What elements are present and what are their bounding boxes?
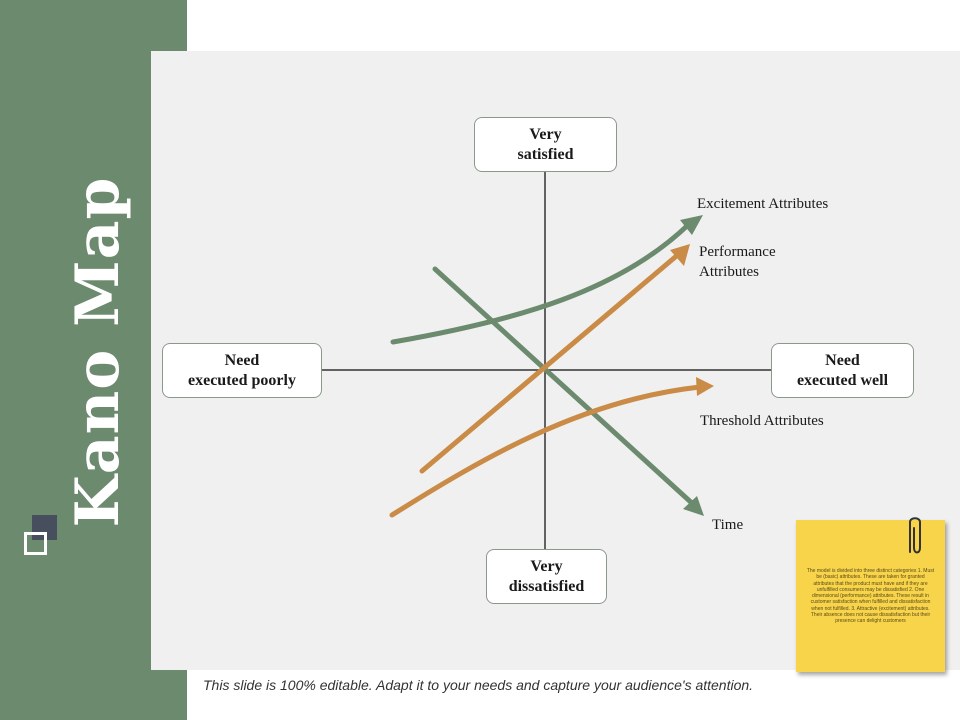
threshold-attributes-label: Threshold Attributes: [700, 413, 824, 429]
time-label: Time: [712, 517, 744, 533]
decorative-square-outline: [24, 532, 47, 555]
very-satisfied-box: Very satisfied: [474, 117, 617, 172]
arrow-head-icon: [683, 496, 704, 516]
very-dissatisfied-box: Very dissatisfied: [486, 549, 607, 604]
arrow-head-icon: [670, 244, 690, 266]
need-executed-well-box: Need executed well: [771, 343, 914, 398]
need-executed-poorly-box: Need executed poorly: [162, 343, 322, 398]
performance-attributes-label: Performance Attributes: [699, 244, 776, 280]
threshold-curve: [389, 384, 703, 518]
footer-note: This slide is 100% editable. Adapt it to…: [203, 677, 754, 693]
paperclip-icon: [909, 517, 921, 554]
excitement-curve: [390, 222, 691, 345]
time-line: [432, 266, 697, 508]
excitement-attributes-label: Excitement Attributes: [697, 196, 829, 212]
arrow-head-icon: [696, 377, 714, 396]
performance-line: [419, 250, 683, 474]
arrow-head-icon: [680, 215, 703, 235]
sticky-note-text: The model is divided into three distinct…: [806, 568, 935, 625]
